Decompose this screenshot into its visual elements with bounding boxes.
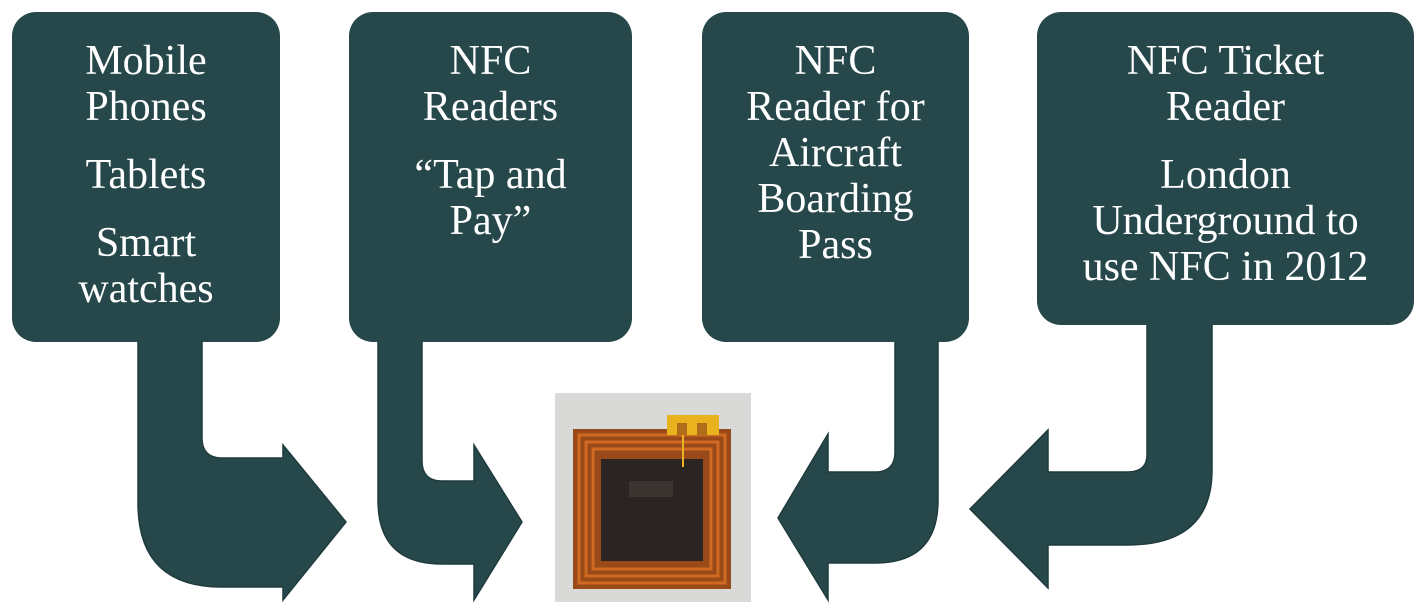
antenna-coil-mid bbox=[584, 440, 720, 578]
box-text: Aircraft bbox=[769, 130, 902, 176]
group-smart-watches: Smart watches bbox=[12, 220, 280, 312]
box-text: London bbox=[1160, 152, 1291, 198]
tag-contact-pad bbox=[697, 423, 707, 435]
tag-contact-pad bbox=[677, 423, 687, 435]
antenna-coil-outer bbox=[577, 433, 727, 585]
box-text: Pay” bbox=[449, 198, 532, 244]
group-boarding-pass: NFC Reader for Aircraft Boarding Pass bbox=[702, 38, 969, 268]
chip-marking bbox=[629, 481, 673, 497]
box-text: Pass bbox=[798, 222, 873, 268]
tag-core bbox=[601, 459, 703, 561]
box-nfc-readers: NFC Readers “Tap and Pay” bbox=[349, 12, 632, 342]
nfc-tag-image bbox=[555, 393, 751, 602]
arrow-ticket-reader-to-tag bbox=[968, 312, 1213, 590]
box-text: Reader for bbox=[746, 84, 925, 130]
arrow-boarding-pass-to-tag bbox=[777, 329, 939, 603]
group-london-underground: London Underground to use NFC in 2012 bbox=[1037, 152, 1414, 290]
group-tap-and-pay: “Tap and Pay” bbox=[349, 152, 632, 244]
arrow-mobile-devices-to-tag bbox=[137, 329, 347, 603]
box-text: Boarding bbox=[757, 176, 914, 222]
group-mobile-phones: Mobile Phones bbox=[12, 38, 280, 130]
group-ticket-reader: NFC Ticket Reader bbox=[1037, 38, 1414, 130]
box-text: Underground to bbox=[1092, 198, 1359, 244]
box-ticket-reader: NFC Ticket Reader London Underground to … bbox=[1037, 12, 1414, 325]
group-nfc-readers: NFC Readers bbox=[349, 38, 632, 130]
box-text: watches bbox=[78, 266, 214, 312]
box-text: Smart bbox=[95, 220, 197, 266]
box-text: Mobile bbox=[85, 38, 207, 84]
arrow-nfc-readers-to-tag bbox=[377, 329, 523, 603]
group-tablets: Tablets bbox=[12, 152, 280, 198]
box-text: “Tap and bbox=[414, 152, 567, 198]
box-mobile-devices: Mobile Phones Tablets Smart watches bbox=[12, 12, 280, 342]
box-text: Phones bbox=[85, 84, 207, 130]
box-text: NFC bbox=[794, 38, 877, 84]
box-text: NFC bbox=[449, 38, 532, 84]
antenna-coil-inner bbox=[591, 447, 713, 571]
box-text: NFC Ticket bbox=[1126, 38, 1325, 84]
box-text: Tablets bbox=[85, 152, 207, 198]
tag-contacts bbox=[667, 415, 719, 435]
box-text: Readers bbox=[422, 84, 559, 130]
box-boarding-pass-reader: NFC Reader for Aircraft Boarding Pass bbox=[702, 12, 969, 342]
box-text: use NFC in 2012 bbox=[1082, 244, 1369, 290]
box-text: Reader bbox=[1166, 84, 1285, 130]
